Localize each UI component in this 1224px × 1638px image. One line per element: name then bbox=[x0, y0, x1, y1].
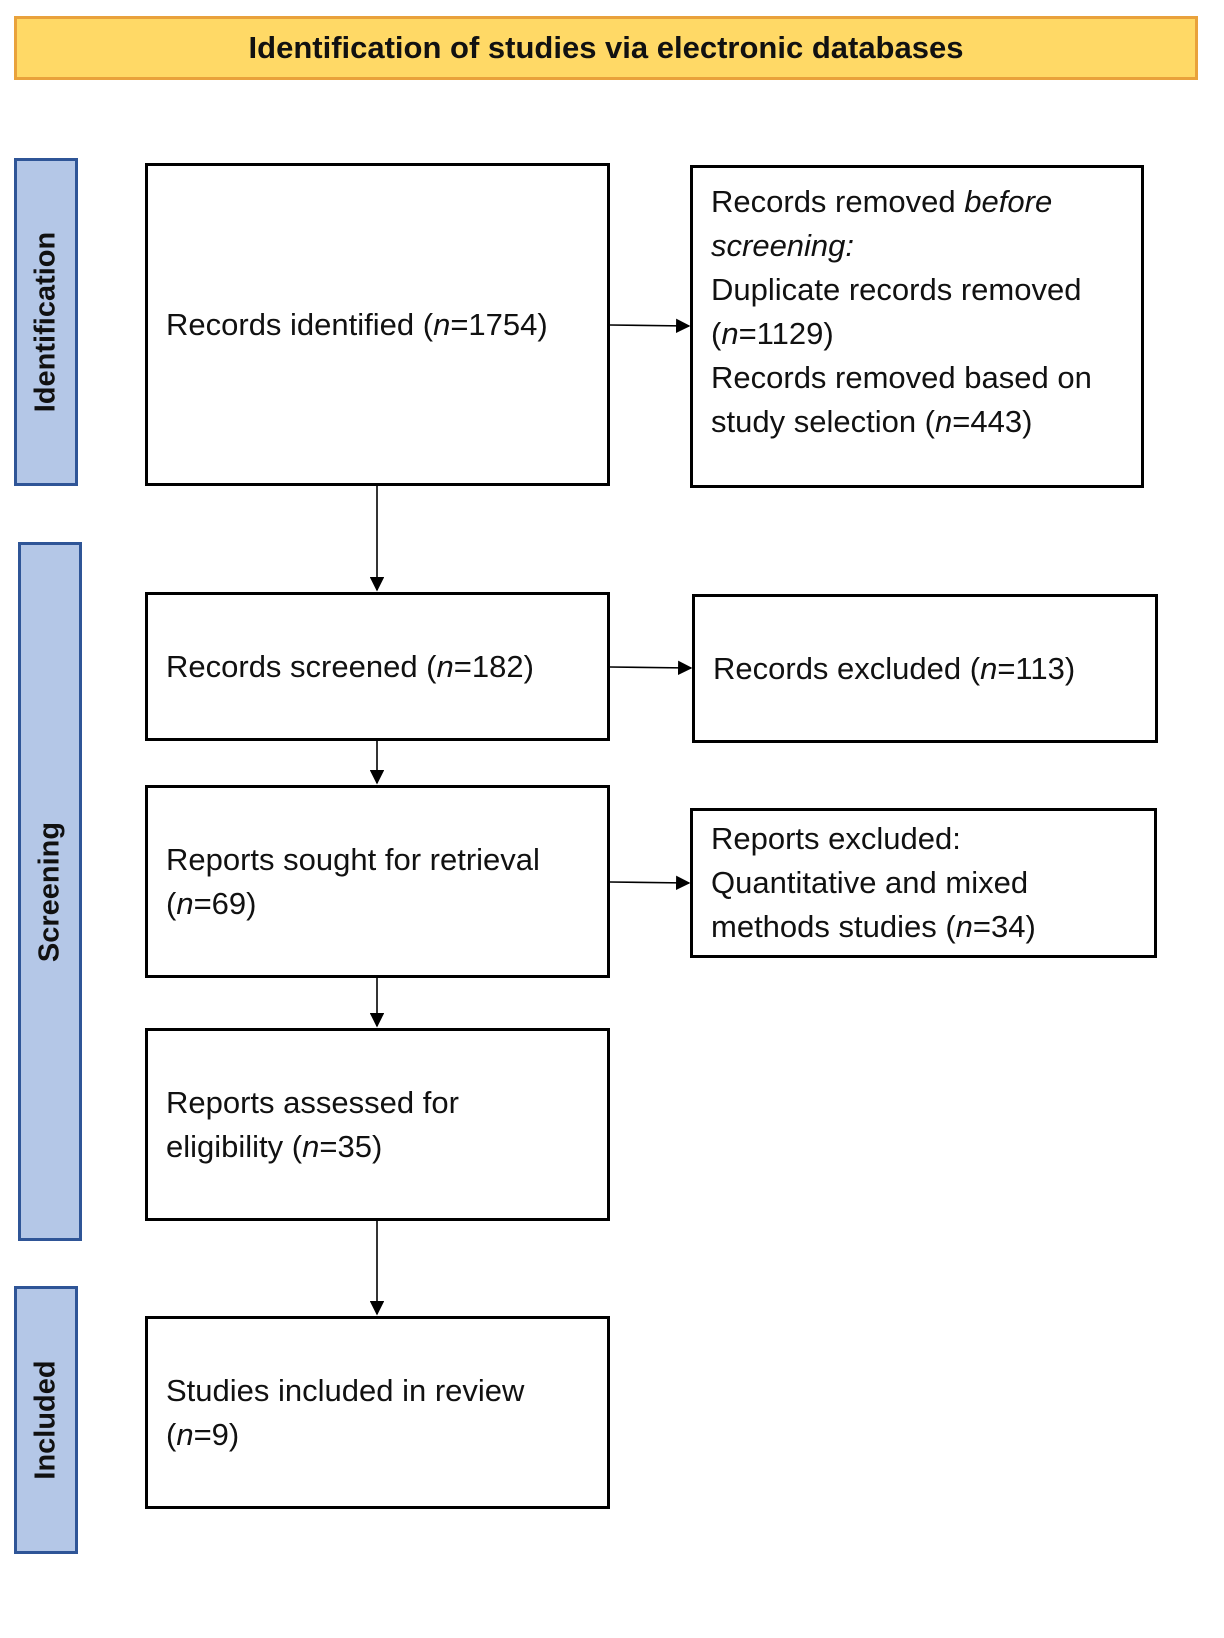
reports-assessed-label: Reports assessed for bbox=[166, 1084, 459, 1120]
records-excluded-box: Records excluded (n=113) bbox=[692, 594, 1158, 743]
selection-removed-count: study selection (n=443) bbox=[711, 404, 1033, 439]
records-removed-heading: Records removed before bbox=[711, 184, 1053, 219]
records-screened-box: Records screened (n=182) bbox=[145, 592, 610, 741]
records-identified-text: Records identified (n=1754) bbox=[166, 306, 548, 342]
reports-excluded-count: methods studies (n=34) bbox=[711, 909, 1036, 944]
records-screened-text: Records screened (n=182) bbox=[166, 648, 534, 684]
studies-included-label: Studies included in review bbox=[166, 1372, 525, 1408]
records-removed-box: Records removed before screening: Duplic… bbox=[690, 165, 1144, 488]
phase-included: Included bbox=[14, 1286, 78, 1554]
reports-sought-count: (n=69) bbox=[166, 885, 257, 921]
reports-sought-box: Reports sought for retrieval (n=69) bbox=[145, 785, 610, 978]
phase-identification: Identification bbox=[14, 158, 78, 486]
records-identified-box: Records identified (n=1754) bbox=[145, 163, 610, 486]
header-banner: Identification of studies via electronic… bbox=[14, 16, 1198, 80]
arrow-identified-to-removed bbox=[609, 318, 691, 334]
selection-removed-label: Records removed based on bbox=[711, 360, 1092, 395]
reports-excluded-heading: Reports excluded: bbox=[711, 821, 961, 856]
reports-excluded-box: Reports excluded: Quantitative and mixed… bbox=[690, 808, 1157, 958]
duplicate-records-label: Duplicate records removed bbox=[711, 272, 1082, 307]
arrow-sought-to-excluded bbox=[609, 875, 691, 891]
studies-included-box: Studies included in review (n=9) bbox=[145, 1316, 610, 1509]
reports-assessed-count: eligibility (n=35) bbox=[166, 1128, 383, 1164]
duplicate-records-count: (n=1129) bbox=[711, 316, 834, 351]
header-title: Identification of studies via electronic… bbox=[248, 30, 964, 65]
records-excluded-text: Records excluded (n=113) bbox=[713, 650, 1076, 686]
reports-excluded-reason: Quantitative and mixed bbox=[711, 865, 1029, 900]
reports-sought-label: Reports sought for retrieval bbox=[166, 841, 540, 877]
phase-screening: Screening bbox=[18, 542, 82, 1241]
arrow-screened-to-excluded bbox=[609, 660, 693, 676]
reports-assessed-box: Reports assessed for eligibility (n=35) bbox=[145, 1028, 610, 1221]
studies-included-count: (n=9) bbox=[166, 1416, 240, 1452]
